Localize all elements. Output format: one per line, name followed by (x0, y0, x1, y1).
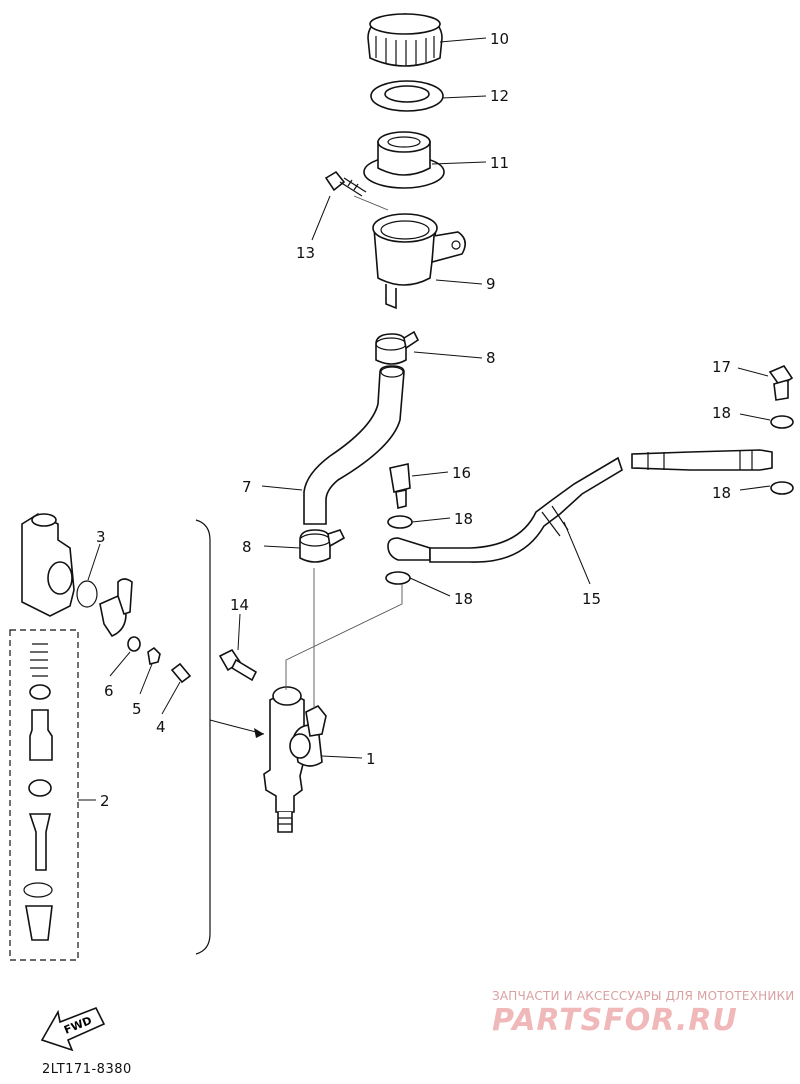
callout-4: 4 (156, 718, 166, 736)
callout-18-c: 18 (712, 404, 731, 422)
callout-17: 17 (712, 358, 731, 376)
callout-18-b: 18 (454, 590, 473, 608)
callout-8-bottom: 8 (242, 538, 252, 556)
callout-3: 3 (96, 528, 106, 546)
callout-11: 11 (490, 154, 509, 172)
callout-14: 14 (230, 596, 249, 614)
part-18-washer-a (387, 515, 413, 529)
part-8-clamp-top (375, 330, 420, 365)
part-4-screw (170, 662, 192, 684)
part-18-washer-b (385, 571, 411, 585)
part-18-washer-c (770, 415, 794, 429)
fwd-arrow-icon: FWD (40, 1006, 106, 1052)
part-14-bolt (218, 648, 258, 682)
part-12-plate (370, 80, 444, 112)
callout-5: 5 (132, 700, 142, 718)
callout-9: 9 (486, 275, 496, 293)
part-7-hose (303, 365, 405, 525)
watermark-subtitle: ЗАПЧАСТИ И АКСЕССУАРЫ ДЛЯ МОТОТЕХНИКИ (492, 989, 795, 1003)
arrow-head (254, 728, 264, 738)
part-9-reservoir (372, 213, 466, 310)
part-18-washer-d (770, 481, 794, 495)
diagram-code: 2LT171-8380 (42, 1062, 132, 1077)
part-3-o-ring (76, 580, 98, 608)
callout-12: 12 (490, 87, 509, 105)
part-2-piston-kit (9, 629, 79, 961)
callout-15: 15 (582, 590, 601, 608)
callout-18-a: 18 (454, 510, 473, 528)
callout-6: 6 (104, 682, 114, 700)
callout-1: 1 (366, 750, 376, 768)
callout-18-d: 18 (712, 484, 731, 502)
watermark-logo: PARTSFOR.RU (492, 1003, 738, 1038)
part-6-washer (127, 636, 141, 652)
part-5-nut (147, 646, 161, 665)
assembly-line-c (353, 195, 389, 211)
part-13-screw (324, 170, 367, 197)
part-11-diaphragm (363, 131, 445, 189)
bracket-line (195, 519, 211, 955)
callout-2: 2 (100, 792, 110, 810)
part-1-master-cylinder (263, 686, 327, 833)
part-joint (99, 578, 133, 637)
assembly-line-a (285, 584, 403, 690)
callout-8-top: 8 (486, 349, 496, 367)
part-17-bolt (768, 365, 794, 401)
part-cylinder-body (21, 513, 75, 617)
part-8-clamp-bottom (299, 529, 346, 563)
part-15-brake-hose (387, 449, 773, 563)
callout-13: 13 (296, 244, 315, 262)
callout-10: 10 (490, 30, 509, 48)
callout-16: 16 (452, 464, 471, 482)
callout-7: 7 (242, 478, 252, 496)
leader-lines (78, 37, 771, 801)
part-16-banjo-bolt (389, 463, 411, 509)
part-10-reservoir-cap (367, 13, 443, 67)
